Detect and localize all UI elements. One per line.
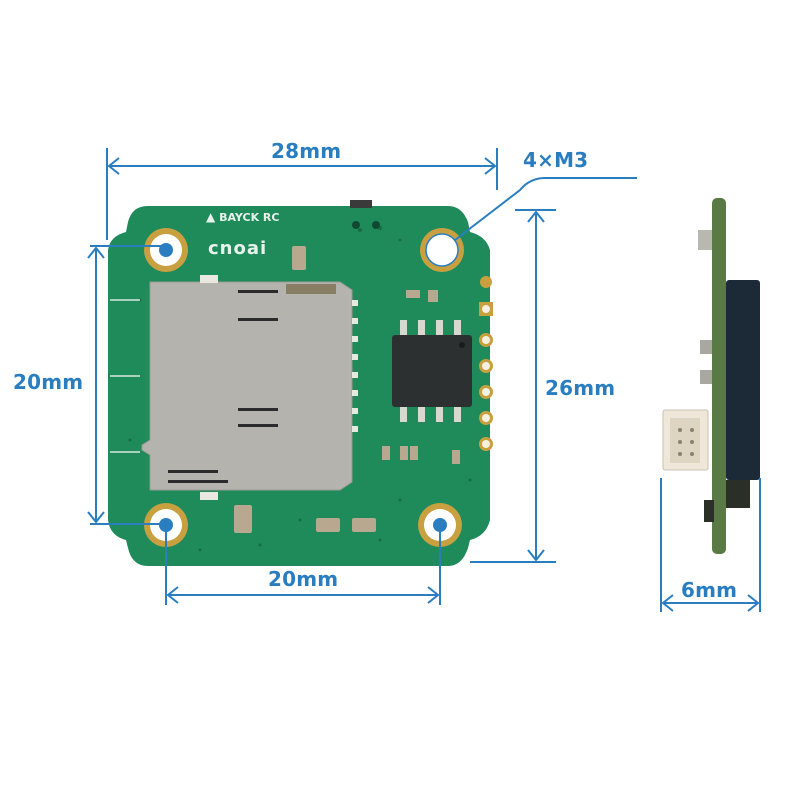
smd-components — [234, 246, 460, 533]
left-height-label: 20mm — [13, 370, 84, 394]
model-marking: cnoai — [208, 238, 268, 259]
microsd-slot — [141, 281, 358, 491]
mount-holes-label: 4×M3 — [523, 148, 589, 172]
right-height-label: 26mm — [545, 376, 616, 400]
flash-chip — [392, 320, 472, 422]
width-label: 28mm — [271, 139, 342, 163]
hole-spacing-label: 20mm — [268, 567, 339, 591]
pin-header — [479, 276, 493, 451]
jst-connector — [662, 409, 709, 471]
mount-hole-top-left — [144, 228, 188, 272]
dimension-lines — [87, 148, 761, 612]
mount-hole-top-right — [420, 228, 464, 272]
brand-logo: ▲ BAYCK RC — [206, 210, 280, 224]
thickness-label: 6mm — [681, 578, 738, 602]
board-side-view — [662, 198, 760, 554]
brand-text: BAYCK RC — [219, 211, 280, 224]
